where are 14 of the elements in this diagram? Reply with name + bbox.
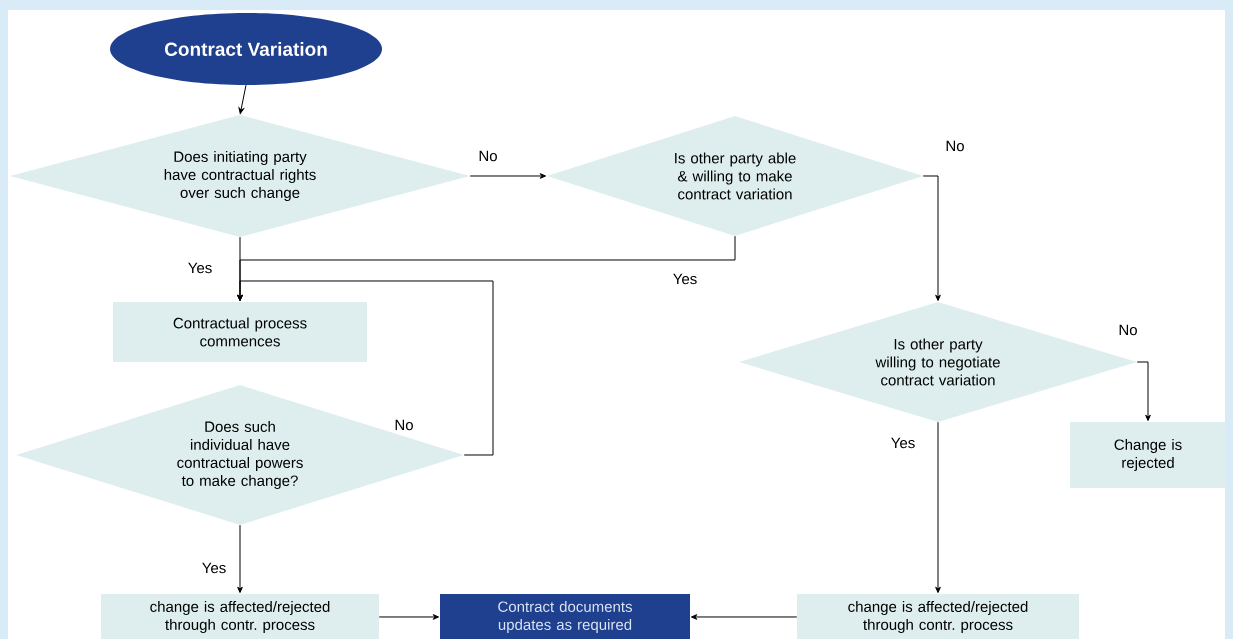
process-box: change is affected/rejected through contr. process <box>101 594 379 639</box>
arrow <box>1136 361 1151 422</box>
arrow <box>469 173 547 179</box>
arrow <box>378 614 440 620</box>
arrow <box>922 175 941 302</box>
arrow <box>237 280 494 456</box>
process-box: change is affected/rejected through contr. process <box>797 594 1079 639</box>
arrow <box>237 524 243 594</box>
arrow <box>935 421 941 594</box>
process-box: Change is rejected <box>1070 422 1226 488</box>
arrow <box>690 614 798 620</box>
arrow <box>238 84 247 115</box>
process-box: Contractual process commences <box>113 302 367 362</box>
result-box: Contract documents updates as required <box>440 594 690 639</box>
